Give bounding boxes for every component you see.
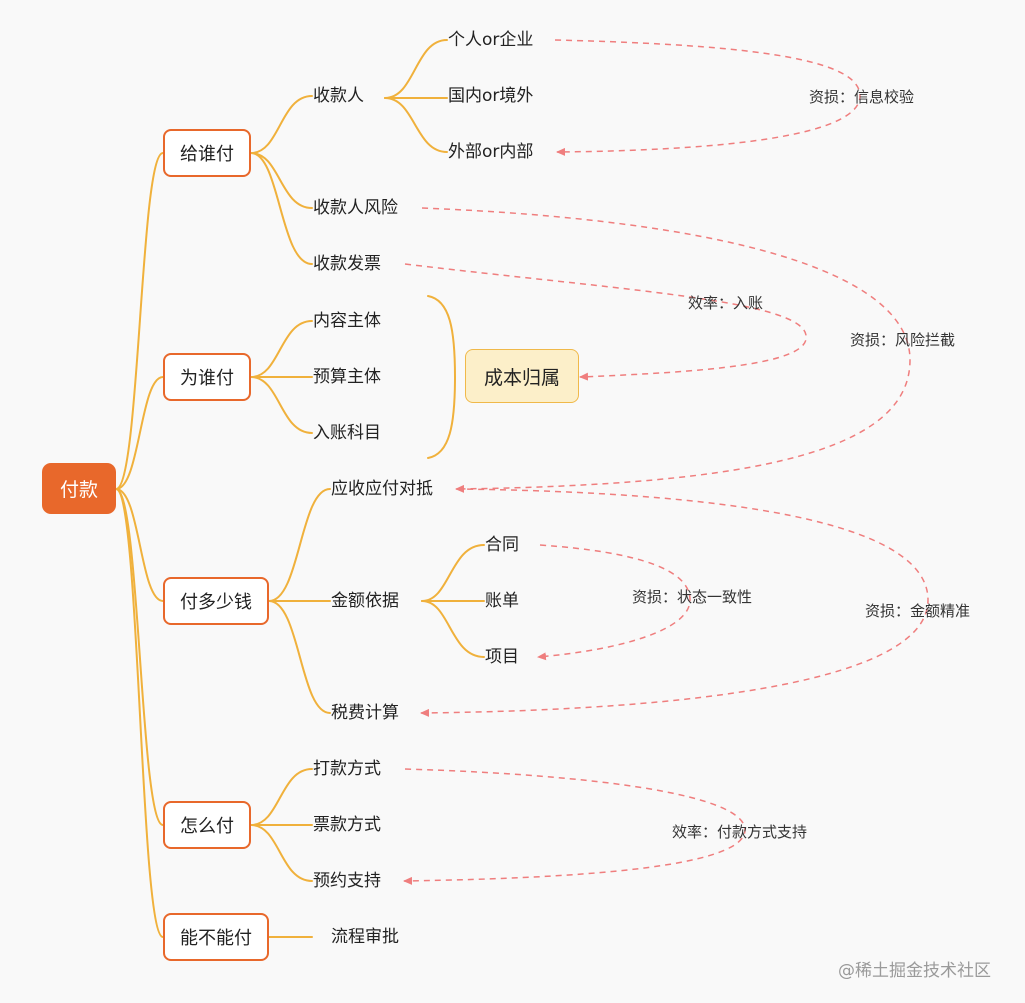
root-node-payment[interactable]: 付款 bbox=[42, 463, 116, 514]
node-budget-subject[interactable]: 预算主体 bbox=[313, 367, 381, 387]
node-cost-attribution[interactable]: 成本归属 bbox=[465, 349, 579, 403]
branch-root-forwhom bbox=[115, 376, 164, 490]
annotation-state-consistency: 资损：状态一致性 bbox=[632, 588, 753, 606]
node-content-subject[interactable]: 内容主体 bbox=[313, 311, 381, 331]
node-payee-invoice[interactable]: 收款发票 bbox=[313, 254, 381, 274]
category-for-whom[interactable]: 为谁付 bbox=[163, 353, 251, 401]
annotation-risk-block: 资损：风险拦截 bbox=[850, 331, 956, 349]
node-payee-domestic[interactable]: 国内or境外 bbox=[448, 86, 534, 106]
node-amount-basis[interactable]: 金额依据 bbox=[331, 591, 399, 611]
branch-root-canpay bbox=[115, 488, 164, 938]
node-project[interactable]: 项目 bbox=[485, 647, 519, 667]
node-offset[interactable]: 应收应付对抵 bbox=[331, 479, 433, 499]
node-payee-personal[interactable]: 个人or企业 bbox=[448, 30, 534, 50]
dash-info-check bbox=[554, 39, 861, 156]
node-ticket-method[interactable]: 票款方式 bbox=[313, 815, 381, 835]
node-pay-method[interactable]: 打款方式 bbox=[313, 759, 381, 779]
category-how-much[interactable]: 付多少钱 bbox=[163, 577, 269, 625]
dash-risk-block bbox=[421, 207, 911, 493]
category-who-to-pay[interactable]: 给谁付 bbox=[163, 129, 251, 177]
node-contract[interactable]: 合同 bbox=[485, 535, 519, 555]
branch-root-who bbox=[115, 152, 164, 490]
dash-entry bbox=[404, 263, 807, 381]
node-account-subject[interactable]: 入账科目 bbox=[313, 423, 381, 443]
watermark: @稀土掘金技术社区 bbox=[838, 961, 991, 981]
dash-amount bbox=[420, 488, 929, 717]
category-how-pay[interactable]: 怎么付 bbox=[163, 801, 251, 849]
branch-root-howpay bbox=[115, 488, 164, 826]
node-payee-risk[interactable]: 收款人风险 bbox=[313, 198, 398, 218]
dash-state bbox=[537, 544, 691, 661]
node-tax-calc[interactable]: 税费计算 bbox=[331, 703, 399, 723]
node-payee[interactable]: 收款人 bbox=[313, 86, 364, 106]
annotation-entry: 效率：入账 bbox=[688, 294, 764, 312]
annotation-amount-accuracy: 资损：金额精准 bbox=[865, 602, 971, 620]
dash-pay-method bbox=[403, 768, 746, 885]
category-can-pay[interactable]: 能不能付 bbox=[163, 913, 269, 961]
node-approval[interactable]: 流程审批 bbox=[331, 927, 399, 947]
annotation-info-check: 资损：信息校验 bbox=[809, 88, 915, 106]
branch-root-howmuch bbox=[115, 488, 164, 602]
node-payee-external[interactable]: 外部or内部 bbox=[448, 142, 534, 162]
node-reservation[interactable]: 预约支持 bbox=[313, 871, 381, 891]
annotation-pay-method-support: 效率：付款方式支持 bbox=[672, 823, 808, 841]
node-bill[interactable]: 账单 bbox=[485, 591, 519, 611]
